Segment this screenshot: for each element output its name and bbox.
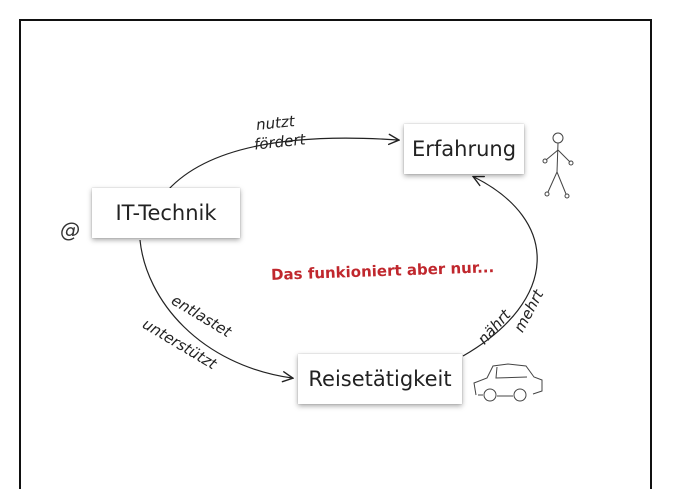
node-reisetaetigkeit-label: Reisetätigkeit — [308, 367, 452, 391]
node-it-technik-label: IT-Technik — [115, 201, 217, 225]
slide-frame — [19, 19, 652, 489]
node-reisetaetigkeit: Reisetätigkeit — [298, 354, 462, 404]
at-symbol: @ — [60, 218, 80, 242]
arrow-it-to-erfahrung — [167, 138, 398, 191]
node-it-technik: IT-Technik — [92, 188, 240, 238]
node-erfahrung-label: Erfahrung — [411, 137, 517, 161]
stick-figure-icon — [542, 132, 574, 199]
arrow-reise-to-erfahrung — [462, 177, 538, 357]
node-erfahrung: Erfahrung — [404, 124, 524, 174]
arrow-it-to-reise — [139, 239, 292, 378]
car-icon — [473, 363, 543, 402]
